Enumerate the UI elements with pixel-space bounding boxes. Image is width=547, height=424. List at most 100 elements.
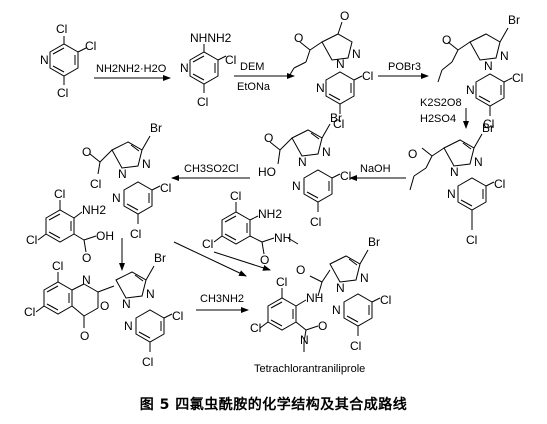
cl-atom: Cl: [57, 86, 68, 100]
n-atom: N: [322, 145, 331, 159]
amino-group: NH2: [82, 203, 106, 217]
molecule-hydrazinylpyridine: NHNH2 Cl N Cl: [180, 31, 236, 109]
o-atom: O: [264, 131, 273, 145]
n-atom: N: [122, 297, 131, 311]
molecule-bromopyrazole-ester: Br N N O N Cl Cl: [408, 121, 505, 247]
cl-atom: Cl: [26, 233, 37, 247]
n-atom: N: [146, 287, 155, 301]
cl-atom: Cl: [85, 39, 96, 53]
cl-atom: Cl: [172, 309, 183, 323]
n-atom: N: [124, 319, 133, 333]
n-atom: N: [118, 167, 127, 181]
molecule-amino-amide: Cl NH2 Cl O NH: [202, 189, 299, 267]
o-atom: O: [80, 329, 89, 343]
cl-atom: Cl: [494, 177, 505, 191]
n-atom: N: [450, 165, 459, 179]
br-atom: Br: [154, 251, 166, 265]
o-atom: O: [82, 251, 91, 265]
n-atom: N: [352, 47, 361, 61]
hydroxyl-group: HO: [258, 165, 276, 179]
reagent-sulfuric-acid: H2SO4: [420, 113, 456, 125]
n-atom: N: [360, 271, 369, 285]
hydrazinyl-group: NHNH2: [190, 31, 232, 45]
molecule-aminobenzoic-acid: Cl NH2 Cl O OH: [26, 187, 114, 265]
molecule-benzoxazinone: Cl N O O Cl Br N N N Cl Cl: [24, 251, 183, 369]
n-atom: N: [500, 49, 509, 63]
cl-atom: Cl: [90, 177, 101, 191]
n-atom: N: [40, 53, 49, 67]
n-atom: N: [112, 191, 121, 205]
cl-atom: Cl: [225, 53, 236, 67]
o-atom: O: [82, 145, 91, 159]
n-atom: N: [474, 155, 483, 169]
cl-atom: Cl: [56, 22, 67, 36]
molecule-tetrachlorantraniliprole: Cl NH Cl O N O Br N N N Cl Cl Tetrachlor…: [250, 235, 391, 375]
cl-atom: Cl: [380, 293, 391, 307]
cl-atom: Cl: [350, 339, 361, 353]
cl-atom: Cl: [512, 71, 523, 85]
molecule-pyrazolidinone-ester: O N N O N Cl Cl: [287, 9, 373, 131]
amide-nh: NH: [306, 291, 323, 305]
cl-atom: Cl: [54, 187, 65, 201]
cl-atom: Cl: [130, 227, 141, 241]
o-atom: O: [296, 263, 305, 277]
amino-group: NH2: [258, 207, 282, 221]
molecule-trichloropyridine: Cl Cl N Cl: [40, 22, 96, 100]
reagent-hydrazine: NH2NH2·H2O: [96, 63, 167, 75]
cl-atom: Cl: [202, 237, 213, 251]
n-atom: N: [336, 281, 345, 295]
reagent-pobr3: POBr3: [388, 61, 421, 73]
reaction-arrow: [213, 251, 271, 271]
reagent-dem: DEM: [240, 61, 264, 73]
br-atom: Br: [368, 235, 380, 249]
o-atom: O: [442, 33, 451, 47]
br-atom: Br: [482, 121, 494, 135]
o-atom: O: [260, 253, 269, 267]
cl-atom: Cl: [24, 305, 35, 319]
o-atom: O: [294, 31, 303, 45]
n-atom: N: [300, 333, 309, 347]
n-atom: N: [336, 57, 345, 71]
cl-atom: Cl: [310, 215, 321, 229]
n-atom: N: [298, 155, 307, 169]
cl-atom: Cl: [160, 181, 171, 195]
cl-atom: Cl: [230, 189, 241, 203]
cl-atom: Cl: [466, 233, 477, 247]
molecule-acid-chloride: Br N N O Cl N Cl Cl: [82, 121, 171, 241]
cl-atom: Cl: [197, 95, 208, 109]
cl-atom: Cl: [483, 117, 494, 131]
cl-atom: Cl: [250, 321, 261, 335]
n-atom: N: [142, 157, 151, 171]
reagent-etona: EtONa: [237, 81, 271, 93]
product-name: Tetrachlorantraniliprole: [254, 363, 365, 375]
br-atom: Br: [330, 111, 342, 125]
o-atom: O: [340, 9, 349, 23]
reagent-methylamine: CH3NH2: [200, 293, 244, 305]
cl-atom: Cl: [340, 169, 351, 183]
n-atom: N: [484, 59, 493, 73]
molecule-bromopyrazoline-ester: Br N N O N Cl Cl: [437, 13, 523, 131]
o-atom: O: [318, 319, 327, 333]
n-atom: N: [466, 83, 475, 97]
o-atom: O: [100, 299, 109, 313]
cl-atom: Cl: [276, 275, 287, 289]
n-atom: N: [180, 61, 189, 75]
n-atom: N: [292, 179, 301, 193]
cl-atom: Cl: [362, 69, 373, 83]
n-atom: N: [82, 273, 91, 287]
reagent-persulfate: K2S2O8: [420, 97, 462, 109]
figure-caption: 图 5 四氯虫酰胺的化学结构及其合成路线: [139, 397, 408, 413]
cl-atom: Cl: [333, 117, 344, 131]
reagent-mesyl-chloride: CH3SO2Cl: [184, 163, 238, 175]
reagent-naoh: NaOH: [360, 163, 391, 175]
n-atom: N: [316, 81, 325, 95]
cl-atom: Cl: [142, 355, 153, 369]
cl-atom: Cl: [52, 259, 63, 273]
reaction-arrow: [173, 241, 247, 277]
o-atom: O: [408, 147, 417, 161]
n-atom: N: [447, 187, 456, 201]
n-atom: N: [332, 303, 341, 317]
molecule-bromopyrazole-acid: Br N N O HO N Cl Cl: [258, 111, 351, 229]
br-atom: Br: [150, 121, 162, 135]
